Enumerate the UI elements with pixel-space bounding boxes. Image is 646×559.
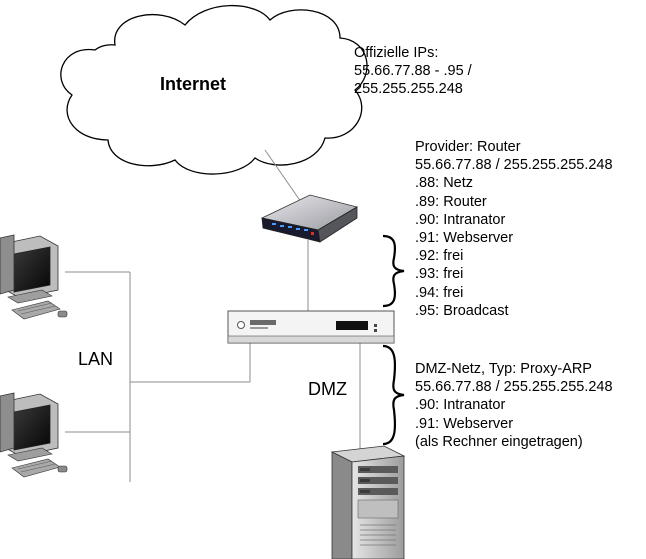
provider-line-7: .92: frei bbox=[415, 248, 464, 265]
network-lines bbox=[65, 149, 361, 482]
internet-label: Internet bbox=[160, 74, 227, 94]
brace-dmz bbox=[382, 344, 405, 446]
dmz-info-text: DMZ-Netz, Typ: Proxy-ARP 55.66.77.88 / 2… bbox=[415, 360, 613, 451]
provider-line-2: 55.66.77.88 / 255.255.255.248 bbox=[415, 157, 613, 174]
provider-line-3: .88: Netz bbox=[415, 175, 474, 192]
official-ips-line-2: 55.66.77.88 - .95 / bbox=[354, 63, 472, 80]
provider-line-4: .89: Router bbox=[415, 193, 487, 210]
provider-line-9: .94: frei bbox=[415, 284, 464, 301]
dmz-line-4: .91: Webserver bbox=[415, 415, 514, 432]
provider-line-10: .95: Broadcast bbox=[415, 302, 509, 319]
provider-info-text: Provider: Router 55.66.77.88 / 255.255.2… bbox=[415, 138, 613, 320]
official-ips-line-3: 255.255.255.248 bbox=[354, 81, 463, 98]
lan-pc-2 bbox=[0, 392, 68, 478]
webserver-tower bbox=[330, 445, 406, 559]
official-ips-text: Offizielle IPs: 55.66.77.88 - .95 / 255.… bbox=[354, 44, 472, 99]
dmz-line-3: .90: Intranator bbox=[415, 397, 506, 414]
dmz-line-2: 55.66.77.88 / 255.255.255.248 bbox=[415, 379, 613, 396]
provider-line-5: .90: Intranator bbox=[415, 211, 506, 228]
brace-provider bbox=[382, 234, 405, 308]
official-ips-line-1: Offizielle IPs: bbox=[354, 45, 439, 61]
dmz-line-5: (als Rechner eingetragen) bbox=[415, 433, 583, 450]
intranator-box bbox=[227, 310, 395, 344]
dmz-label: DMZ bbox=[308, 379, 347, 399]
provider-router bbox=[260, 194, 359, 243]
provider-line-8: .93: frei bbox=[415, 266, 464, 283]
provider-line-6: .91: Webserver bbox=[415, 230, 514, 247]
dmz-line-1: DMZ-Netz, Typ: Proxy-ARP bbox=[415, 361, 592, 377]
lan-pc-1 bbox=[0, 234, 68, 320]
lan-label: LAN bbox=[78, 349, 114, 369]
provider-line-1: Provider: Router bbox=[415, 139, 521, 155]
internet-cloud bbox=[60, 4, 368, 175]
